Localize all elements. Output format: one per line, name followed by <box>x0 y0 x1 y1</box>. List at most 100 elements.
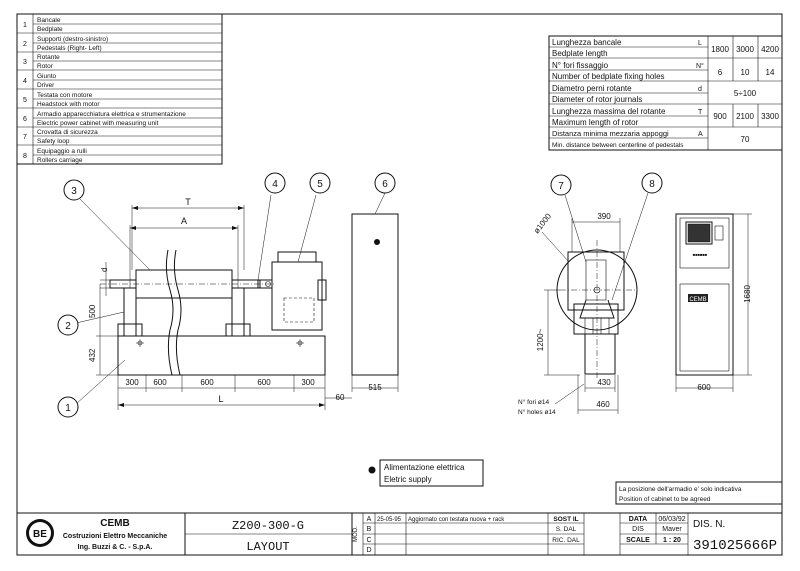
parts-list: 1 Bancale Bedplate 2 Supporti (destro-si… <box>16 13 223 165</box>
legend-it: Alimentazione elettrica <box>384 463 465 472</box>
part-number: 7 <box>23 134 27 141</box>
spec-value: 4200 <box>761 45 779 54</box>
dim-label-t: T <box>185 197 191 207</box>
scale-label: SCALE <box>626 537 650 544</box>
break-line <box>173 249 182 376</box>
company-sub-1: Costruzioni Elettro Meccaniche <box>63 533 167 540</box>
note-en: Position of cabinet to be agreed <box>619 496 711 503</box>
dis-n-label: DIS. N. <box>693 519 725 530</box>
scale-value: 1 : 20 <box>663 537 681 544</box>
company-name: CEMB <box>100 518 129 529</box>
spec-label-it: Lunghezza bancale <box>552 38 622 47</box>
part-number: 1 <box>23 22 27 29</box>
holes-note-it: N° fori ø14 <box>518 398 550 406</box>
spec-value: 1800 <box>711 45 729 54</box>
callout-3: 3 <box>71 186 77 197</box>
left-pedestal <box>123 287 137 337</box>
part-name-en: Rollers carriage <box>37 157 83 164</box>
cabinet-side <box>351 213 399 376</box>
drawing-title: LAYOUT <box>246 540 289 554</box>
headstock <box>271 261 323 331</box>
dim-label-600: 600 <box>153 378 167 387</box>
spec-label-it: N° fori fissaggio <box>552 61 609 70</box>
drawing-number: 391025666P <box>693 538 777 554</box>
dim-label-600: 600 <box>257 378 271 387</box>
svg-text:BE: BE <box>33 529 47 540</box>
dim-label-300: 300 <box>301 378 315 387</box>
spec-symbol: A <box>698 131 703 138</box>
data-value: 06/03/92 <box>658 516 685 523</box>
spec-value: 70 <box>741 135 750 144</box>
spec-value: 5÷100 <box>734 89 757 98</box>
spec-label-en: Min. distance between centerline of pede… <box>552 142 684 149</box>
side-view: 390 ø1000 1200~ 430 460 N° fori ø14 N° h… <box>518 211 638 416</box>
rev-date: 25-05-95 <box>377 517 402 523</box>
legend-en: Eletric supply <box>384 475 432 484</box>
part-name-it: Testata con motore <box>37 92 93 99</box>
dim-label-500: 500 <box>88 304 97 318</box>
spec-label-en: Diameter of rotor journals <box>552 95 642 104</box>
title-block: BE CEMB Costruzioni Elettro Meccaniche I… <box>16 512 783 556</box>
spec-value: 6 <box>718 68 723 77</box>
part-name-it: Rotante <box>37 54 60 61</box>
callout-5: 5 <box>317 179 323 190</box>
part-name-en: Bedplate <box>37 26 63 33</box>
part-name-it: Supporti (destro-sinistro) <box>37 36 108 43</box>
sdal-label: S. DAL <box>556 526 577 533</box>
spec-value: 10 <box>741 68 750 77</box>
drawing-code: Z200-300-G <box>232 519 304 533</box>
power-supply-icon <box>368 466 376 474</box>
part-number: 6 <box>23 116 27 123</box>
sheet-border <box>16 13 783 556</box>
mod-label: MOD. <box>353 526 359 542</box>
dim-label-1200: 1200~ <box>536 328 545 351</box>
dim-label-l: L <box>218 394 223 404</box>
callout-7: 7 <box>558 181 564 192</box>
dim-label-1680: 1680 <box>743 285 752 303</box>
dim-label-515: 515 <box>368 383 382 392</box>
callout-6: 6 <box>382 179 388 190</box>
company-logo: BE <box>26 519 54 547</box>
spec-label-en: Maximum length of rotor <box>552 118 639 127</box>
svg-text:■■■■■■: ■■■■■■ <box>693 253 708 258</box>
part-name-en: Pedestals (Right- Left) <box>37 45 102 52</box>
rotor <box>135 269 233 299</box>
part-name-en: Electric power cabinet with measuring un… <box>37 120 159 127</box>
dim-label-460: 460 <box>596 400 610 409</box>
spec-value: 3000 <box>736 45 754 54</box>
part-name-it: Armadio apparecchiatura elettrica e stru… <box>37 111 186 118</box>
part-name-it: Bancale <box>37 17 61 24</box>
spec-symbol: L <box>698 40 702 47</box>
dim-label-a: A <box>181 216 187 226</box>
callout-1: 1 <box>65 403 71 414</box>
spec-label-it: Lunghezza massima del rotante <box>552 107 666 116</box>
part-number: 2 <box>23 41 27 48</box>
dim-label-60: 60 <box>336 393 345 402</box>
dis-label: DIS <box>632 526 644 533</box>
part-number: 3 <box>23 59 27 66</box>
callout-2: 2 <box>65 321 71 332</box>
callout-4: 4 <box>272 179 278 190</box>
right-pedestal <box>231 287 245 337</box>
rev-letter: A <box>367 516 372 523</box>
rev-letter: B <box>367 526 372 533</box>
spec-value: 900 <box>713 112 727 121</box>
cabinet-side-view: 515 <box>351 213 399 392</box>
dis-value: Maver <box>662 526 682 533</box>
spec-table: Lunghezza bancale Bedplate length L 1800… <box>548 35 783 151</box>
spec-value: 3300 <box>761 112 779 121</box>
spec-value: 2100 <box>736 112 754 121</box>
part-name-en: Safety loop <box>37 138 70 145</box>
spec-symbol: N° <box>696 62 704 70</box>
part-name-en: Rotor <box>37 63 54 70</box>
callouts: 3 4 5 6 2 1 7 8 <box>57 172 663 418</box>
front-view: T A d 500 432 300 600 600 600 300 <box>88 197 352 410</box>
part-name-en: Driver <box>37 82 55 89</box>
dim-label-d: d <box>100 268 109 272</box>
part-number: 8 <box>23 153 27 160</box>
break-line <box>165 249 174 376</box>
spec-label-en: Bedplate length <box>552 49 608 58</box>
sost-label: SOST IL <box>553 516 578 523</box>
part-name-it: Giunto <box>37 73 57 80</box>
rev-description: Aggiornato con testata nuova + rack <box>408 517 505 523</box>
